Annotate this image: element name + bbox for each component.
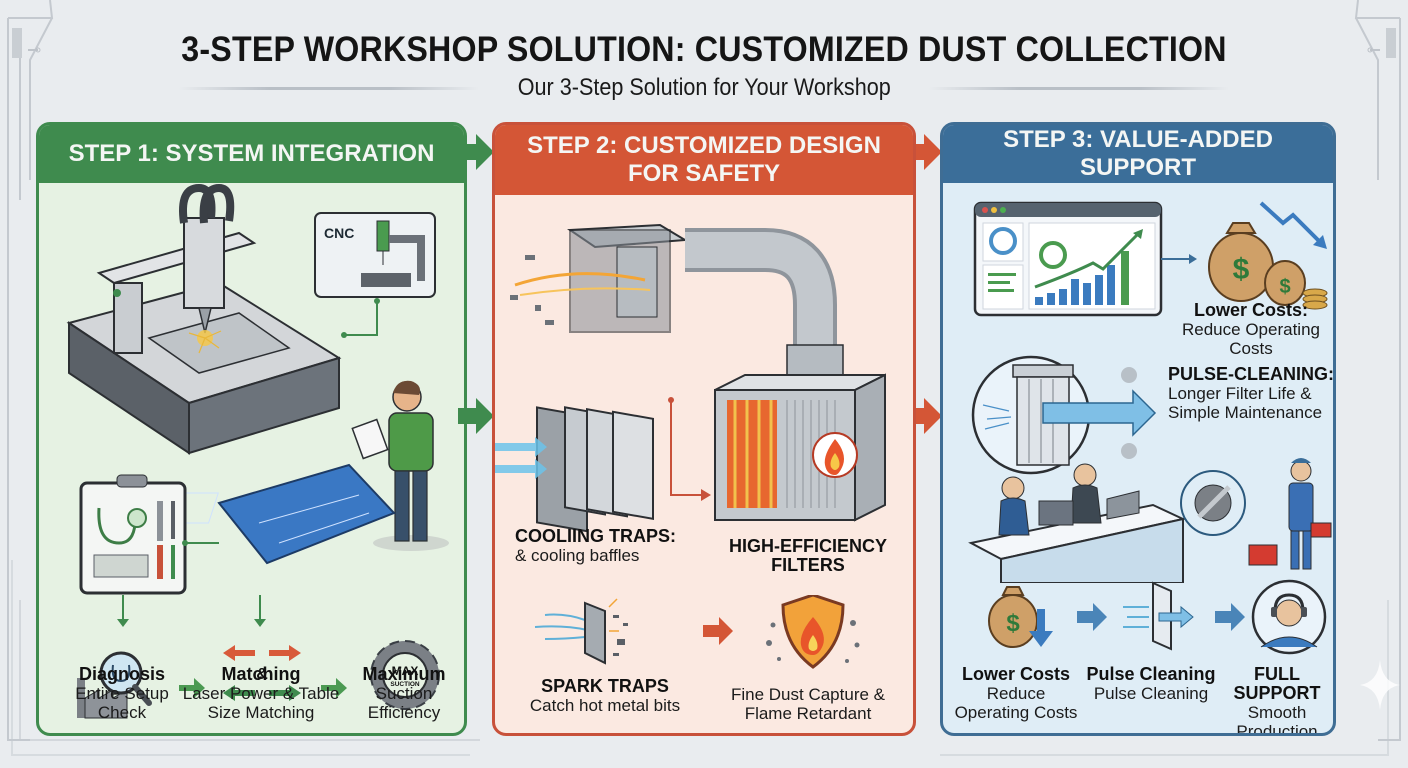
feature-pulse-cleaning: PULSE-CLEANING: Longer Filter Life & Sim… xyxy=(1168,364,1334,423)
spark-trap-icon xyxy=(534,598,628,665)
arrow-right-icon xyxy=(321,678,347,698)
feature-desc: Fine Dust Capture & Flame Retardant xyxy=(730,685,885,723)
feature-cooling-traps: COOLIING TRAPS: & cooling baffles xyxy=(515,526,695,566)
suction-badge-text: SUCTION xyxy=(390,681,420,688)
feature-desc: Reduce Operating Costs xyxy=(1182,320,1320,358)
factory-magnifier-icon xyxy=(77,651,152,719)
feature-title: SPARK TRAPS xyxy=(541,676,669,696)
arrow-right-icon xyxy=(1077,603,1107,631)
process-desc: Entire Setup Check xyxy=(75,684,169,722)
process-title: Diagnosis xyxy=(78,664,166,684)
money-bags-icon: $ $ xyxy=(1208,201,1328,310)
feature-title: HIGH-EFFICIENCY FILTERS xyxy=(728,536,887,575)
filter-housing xyxy=(714,373,886,522)
process-pulse-cleaning: Pulse Cleaning Pulse Cleaning xyxy=(1081,664,1221,704)
page-subtitle: Our 3-Step Solution for Your Workshop xyxy=(517,74,891,101)
feature-lower-costs: Lower Costs: Reduce Operating Costs xyxy=(1165,300,1333,359)
step-1-title: STEP 1: SYSTEM INTEGRATION xyxy=(39,125,464,183)
feature-desc: Catch hot metal bits xyxy=(529,696,681,715)
pulse-cleaning-illustration xyxy=(971,355,1157,475)
spark-trap-box xyxy=(510,223,689,333)
process-desc: Suction Efficiency xyxy=(367,684,441,722)
step-3-title: STEP 3: VALUE-ADDED SUPPORT xyxy=(943,125,1333,183)
step-2-illustration xyxy=(495,223,886,533)
subtitle-row: Our 3-Step Solution for Your Workshop xyxy=(0,74,1408,102)
process-desc: Laser Power & Table Size Matching xyxy=(182,684,340,722)
duct-elbow xyxy=(685,228,844,376)
support-desk-illustration xyxy=(968,463,1187,583)
engineer-illustration xyxy=(351,380,449,551)
flow-arrow-1-top xyxy=(458,134,494,170)
step-2-bottom-icons xyxy=(534,595,860,669)
feature-spark-traps: SPARK TRAPS Catch hot metal bits xyxy=(515,676,695,716)
flow-arrow-2-top xyxy=(906,134,942,170)
gear-icon: MAX SUCTION xyxy=(370,640,440,710)
process-matching: Matching Laser Power & Table Size Matchi… xyxy=(181,664,341,723)
money-bag-down-icon: $ xyxy=(988,586,1053,648)
step-3-panel: STEP 3: VALUE-ADDED SUPPORT xyxy=(940,122,1336,736)
diagnostic-toolboard xyxy=(79,474,187,595)
sparkle-icon xyxy=(1360,660,1400,710)
process-desc: Smooth Production xyxy=(1236,703,1318,736)
step-3-illustration: $ $ xyxy=(968,201,1332,583)
svg-text:$: $ xyxy=(1279,276,1290,298)
svg-text:$: $ xyxy=(1233,253,1250,286)
process-title: Lower Costs xyxy=(961,664,1071,684)
feature-title: Lower Costs: xyxy=(1193,300,1308,320)
technician-illustration xyxy=(1180,458,1332,570)
feature-desc: Longer Filter Life & Simple Maintenance xyxy=(1168,384,1323,422)
process-title: FULL SUPPORT xyxy=(1233,664,1321,703)
process-title: Pulse Cleaning xyxy=(1086,664,1216,684)
process-desc: Reduce Operating Costs xyxy=(954,684,1078,722)
arrow-right-icon xyxy=(1215,603,1245,631)
analytics-dashboard xyxy=(973,201,1197,317)
process-diagnosis: Diagnosis Entire Setup Check xyxy=(57,664,187,723)
step-1-panel: STEP 1: SYSTEM INTEGRATION CNC xyxy=(36,122,467,736)
process-desc: Pulse Cleaning xyxy=(1093,684,1209,703)
process-title: Maximum xyxy=(362,664,446,684)
divider xyxy=(178,86,479,90)
step-2-panel: STEP 2: CUSTOMIZED DESIGN FOR SAFETY xyxy=(492,122,916,736)
step-1-illustration: CNC xyxy=(66,183,449,595)
svg-text:$: $ xyxy=(1006,610,1020,637)
flame-shield-icon xyxy=(766,595,860,669)
flow-arrow-1-mid xyxy=(458,398,494,434)
process-lower-costs: Lower Costs Reduce Operating Costs xyxy=(953,664,1079,723)
headset-agent-icon xyxy=(1251,579,1327,655)
cooling-baffles xyxy=(495,406,654,533)
flow-arrow-2-mid xyxy=(906,398,942,434)
process-maximum: Maximum Suction Efficiency xyxy=(339,664,464,723)
feature-fine-dust-capture: Fine Dust Capture & Flame Retardant xyxy=(723,685,893,723)
page-title: 3-STEP WORKSHOP SOLUTION: CUSTOMIZED DUS… xyxy=(181,30,1227,69)
arrow-right-icon xyxy=(179,678,205,698)
blueprint-illustration xyxy=(157,463,396,565)
cnc-label: CNC xyxy=(324,225,354,241)
cnc-machine-illustration xyxy=(66,183,342,455)
step-2-title: STEP 2: CUSTOMIZED DESIGN FOR SAFETY xyxy=(495,125,913,195)
cnc-schematic-card: CNC xyxy=(314,212,436,338)
step-1-process-icons: & MAX SUCTION xyxy=(77,640,440,719)
ampersand-symbol: & xyxy=(256,666,268,683)
connector-arrows xyxy=(117,595,266,627)
process-full-support: FULL SUPPORT Smooth Production xyxy=(1215,664,1333,736)
step-3-process-icons: $ xyxy=(988,579,1327,655)
feature-high-efficiency-filters: HIGH-EFFICIENCY FILTERS xyxy=(723,537,893,575)
feature-title: PULSE-CLEANING: xyxy=(1168,364,1334,384)
pulse-filter-icon xyxy=(1123,581,1194,651)
feature-desc: & cooling baffles xyxy=(515,546,640,565)
arrow-right-icon xyxy=(703,617,733,645)
max-badge-text: MAX xyxy=(392,664,419,678)
process-title: Matching xyxy=(221,664,301,684)
feature-title: COOLIING TRAPS: xyxy=(515,526,676,546)
divider xyxy=(929,86,1230,90)
matching-arrows-icon: & xyxy=(223,645,301,701)
